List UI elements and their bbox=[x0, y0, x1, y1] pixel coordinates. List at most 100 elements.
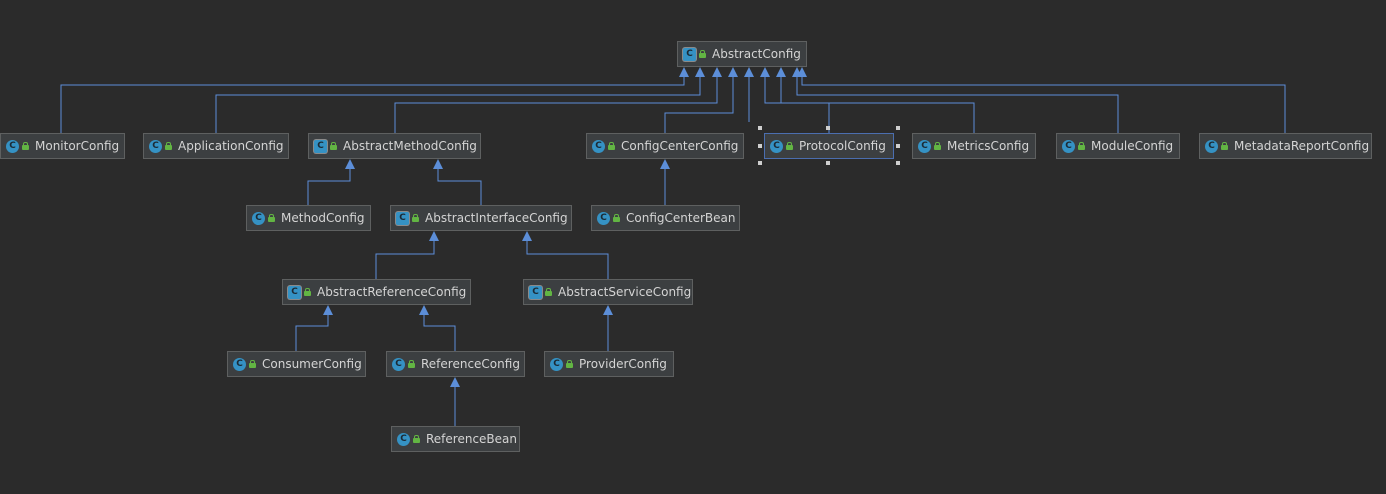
public-lock-icon bbox=[22, 142, 29, 150]
class-label: ProtocolConfig bbox=[799, 139, 886, 153]
class-node-abstract-reference-config[interactable]: C AbstractReferenceConfig bbox=[282, 279, 471, 305]
inheritance-arrowhead bbox=[728, 67, 738, 77]
inheritance-edge bbox=[215, 77, 701, 133]
public-lock-icon bbox=[330, 142, 337, 150]
class-node-provider-config[interactable]: C ProviderConfig bbox=[544, 351, 674, 377]
public-lock-icon bbox=[1221, 142, 1228, 150]
public-lock-icon bbox=[412, 214, 419, 222]
class-label: ModuleConfig bbox=[1091, 139, 1174, 153]
public-lock-icon bbox=[786, 142, 793, 150]
public-lock-icon bbox=[304, 288, 311, 296]
selection-handle[interactable] bbox=[896, 126, 900, 130]
inheritance-edge bbox=[664, 77, 734, 133]
class-node-protocol-config[interactable]: C ProtocolConfig bbox=[764, 133, 894, 159]
inheritance-arrowhead bbox=[450, 377, 460, 387]
class-label: ReferenceConfig bbox=[421, 357, 520, 371]
class-icon: C bbox=[149, 139, 162, 153]
class-label: ConfigCenterBean bbox=[626, 211, 736, 225]
public-lock-icon bbox=[1078, 142, 1085, 150]
class-node-abstract-config[interactable]: C AbstractConfig bbox=[677, 41, 807, 67]
public-lock-icon bbox=[249, 360, 256, 368]
public-lock-icon bbox=[268, 214, 275, 222]
class-node-method-config[interactable]: C MethodConfig bbox=[246, 205, 371, 231]
class-icon: C bbox=[233, 357, 246, 371]
selection-handle[interactable] bbox=[826, 161, 830, 165]
inheritance-arrowhead bbox=[792, 67, 802, 77]
inheritance-arrowhead bbox=[429, 231, 439, 241]
selection-handle[interactable] bbox=[826, 126, 830, 130]
class-icon: C bbox=[6, 139, 19, 153]
class-node-metrics-config[interactable]: C MetricsConfig bbox=[912, 133, 1036, 159]
inheritance-arrowhead bbox=[323, 305, 333, 315]
class-icon: C bbox=[1062, 139, 1075, 153]
inheritance-edge bbox=[60, 77, 685, 133]
class-label: MonitorConfig bbox=[35, 139, 120, 153]
class-node-config-center-config[interactable]: C ConfigCenterConfig bbox=[586, 133, 744, 159]
class-label: AbstractReferenceConfig bbox=[317, 285, 467, 299]
selection-handle[interactable] bbox=[896, 144, 900, 148]
inheritance-arrowhead bbox=[797, 67, 807, 77]
inheritance-edge bbox=[375, 241, 435, 279]
class-label: ConsumerConfig bbox=[262, 357, 362, 371]
selection-handle[interactable] bbox=[758, 144, 762, 148]
abstract-class-icon: C bbox=[396, 211, 409, 225]
class-label: MetadataReportConfig bbox=[1234, 139, 1370, 153]
class-icon: C bbox=[770, 139, 783, 153]
class-node-abstract-service-config[interactable]: C AbstractServiceConfig bbox=[523, 279, 693, 305]
inheritance-arrowhead bbox=[345, 159, 355, 169]
inheritance-edge bbox=[295, 315, 329, 351]
class-label: AbstractServiceConfig bbox=[558, 285, 692, 299]
class-node-metadata-report-config[interactable]: C MetadataReportConfig bbox=[1199, 133, 1372, 159]
inheritance-edge bbox=[780, 77, 975, 133]
selection-handle[interactable] bbox=[758, 161, 762, 165]
class-node-abstract-interface-config[interactable]: C AbstractInterfaceConfig bbox=[390, 205, 572, 231]
inheritance-arrowhead bbox=[433, 159, 443, 169]
inheritance-arrowhead bbox=[695, 67, 705, 77]
inheritance-edge bbox=[423, 315, 456, 351]
class-node-module-config[interactable]: C ModuleConfig bbox=[1056, 133, 1180, 159]
selection-handle[interactable] bbox=[896, 161, 900, 165]
class-node-application-config[interactable]: C ApplicationConfig bbox=[143, 133, 289, 159]
inheritance-arrowhead bbox=[419, 305, 429, 315]
class-icon: C bbox=[392, 357, 405, 371]
abstract-class-icon: C bbox=[529, 285, 542, 299]
inheritance-arrowhead bbox=[744, 67, 754, 77]
public-lock-icon bbox=[699, 50, 706, 58]
class-icon: C bbox=[597, 211, 610, 225]
class-node-monitor-config[interactable]: C MonitorConfig bbox=[0, 133, 125, 159]
public-lock-icon bbox=[566, 360, 573, 368]
class-label: ConfigCenterConfig bbox=[621, 139, 739, 153]
inheritance-arrowhead bbox=[679, 67, 689, 77]
public-lock-icon bbox=[413, 435, 420, 443]
class-node-reference-bean[interactable]: C ReferenceBean bbox=[391, 426, 520, 452]
public-lock-icon bbox=[165, 142, 172, 150]
inheritance-arrowhead bbox=[522, 231, 532, 241]
public-lock-icon bbox=[608, 142, 615, 150]
abstract-class-icon: C bbox=[683, 47, 696, 61]
class-icon: C bbox=[592, 139, 605, 153]
inheritance-arrowhead bbox=[603, 305, 613, 315]
inheritance-edge bbox=[764, 77, 830, 133]
class-icon: C bbox=[397, 432, 410, 446]
class-node-consumer-config[interactable]: C ConsumerConfig bbox=[227, 351, 366, 377]
class-icon: C bbox=[918, 139, 931, 153]
inheritance-arrowhead bbox=[776, 67, 786, 77]
class-label: AbstractInterfaceConfig bbox=[425, 211, 568, 225]
class-icon: C bbox=[252, 211, 265, 225]
class-icon: C bbox=[550, 357, 563, 371]
class-node-reference-config[interactable]: C ReferenceConfig bbox=[386, 351, 525, 377]
abstract-class-icon: C bbox=[288, 285, 301, 299]
inheritance-edge bbox=[394, 77, 718, 133]
inheritance-edge bbox=[307, 169, 351, 205]
inheritance-edge bbox=[526, 241, 609, 279]
selection-handle[interactable] bbox=[758, 126, 762, 130]
public-lock-icon bbox=[613, 214, 620, 222]
class-label: AbstractMethodConfig bbox=[343, 139, 477, 153]
inheritance-arrowhead bbox=[712, 67, 722, 77]
class-label: ApplicationConfig bbox=[178, 139, 284, 153]
class-node-config-center-bean[interactable]: C ConfigCenterBean bbox=[591, 205, 740, 231]
class-label: AbstractConfig bbox=[712, 47, 801, 61]
class-node-abstract-method-config[interactable]: C AbstractMethodConfig bbox=[308, 133, 481, 159]
public-lock-icon bbox=[545, 288, 552, 296]
